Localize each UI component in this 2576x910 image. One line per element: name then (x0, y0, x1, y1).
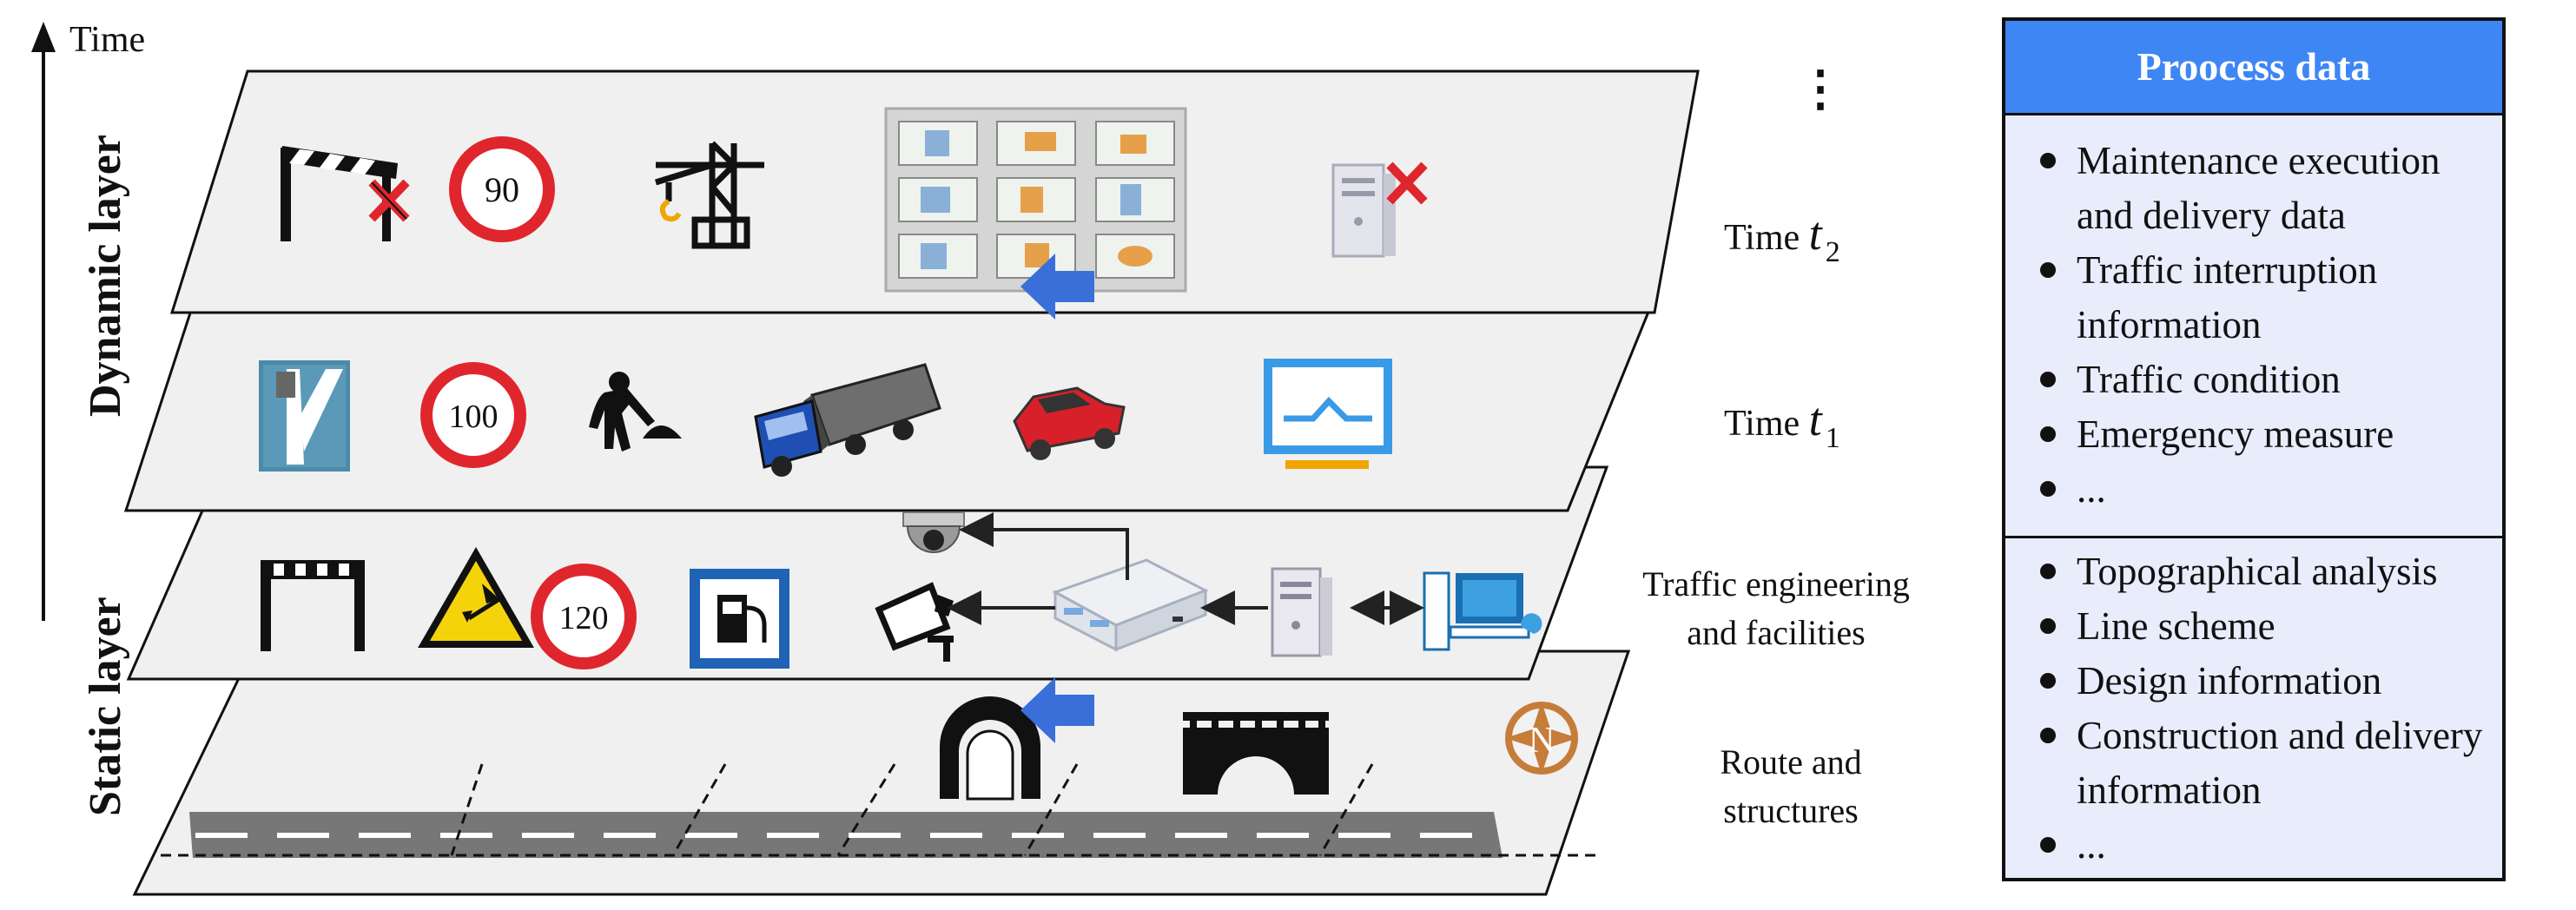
road-icon (161, 763, 1602, 858)
red-car-icon (1013, 386, 1126, 460)
list-item: Construction and delivery information (2040, 709, 2493, 818)
monitor-chart-icon (1264, 359, 1392, 469)
list-item: Design information (2040, 654, 2493, 709)
connection-arrows (947, 512, 1424, 625)
list-item: Maintenance execution and delivery data (2040, 134, 2493, 243)
time-axis-arrow (31, 22, 56, 621)
speed-limit-90-icon: 90 (449, 136, 555, 242)
time-axis-label: Time (69, 20, 146, 60)
speed-limit-100-icon: 100 (420, 362, 526, 468)
speed-limit-100-label: 100 (449, 399, 499, 435)
traffic-engineering-line1: Traffic engineering (1642, 564, 1910, 603)
truck-icon (754, 363, 941, 477)
time-label-t2-symbol: t (1808, 208, 1822, 260)
dynamic-layer-title: Dynamic layer (81, 135, 130, 417)
list-item: Traffic condition (2040, 353, 2493, 407)
workstation-icon (1423, 571, 1542, 651)
traffic-engineering-label: Traffic engineering and facilities (1611, 560, 1941, 657)
route-structures-label: Route and structures (1626, 738, 1956, 835)
building-grid-icon (884, 107, 1187, 293)
list-item: Traffic interruption information (2040, 243, 2493, 353)
list-item: Topographical analysis (2040, 544, 2493, 599)
time-label-t1-word: Time (1724, 404, 1800, 444)
server-icon (1271, 567, 1332, 657)
dome-camera-icon (902, 511, 965, 553)
route-structures-line2: structures (1723, 791, 1859, 830)
server-offline-icon (1331, 162, 1428, 258)
list-item: Emergency measure (2040, 407, 2493, 462)
route-structures-line1: Route and (1720, 742, 1862, 781)
traffic-engineering-line2: and facilities (1687, 613, 1866, 652)
list-item: ... (2040, 462, 2493, 517)
process-arrow-dynamic (1020, 254, 1094, 320)
speed-limit-120-label: 120 (559, 600, 609, 636)
static-data-list: Topographical analysis Line scheme Desig… (2040, 544, 2493, 873)
time-label-t1-subscript: 1 (1825, 422, 1840, 454)
process-arrow-static (1020, 677, 1094, 743)
time-label-t1-symbol: t (1808, 393, 1822, 445)
tower-crane-icon (654, 141, 764, 249)
list-item: ... (2040, 818, 2493, 873)
barrier-gate-icon (261, 560, 365, 651)
tunnel-icon (940, 696, 1040, 801)
continuation-ellipsis: ⋮ (1796, 63, 1845, 116)
speed-limit-90-label: 90 (485, 170, 519, 209)
warning-triangle-icon (418, 546, 534, 648)
network-switch-icon (1052, 558, 1209, 652)
manual-book-icon (259, 360, 350, 471)
fuel-station-icon (690, 569, 789, 669)
process-data-panel: Proocess data Maintenance execution and … (2002, 17, 2506, 881)
panel-separator (2005, 536, 2502, 538)
time-label-t2-word: Time (1724, 218, 1800, 258)
static-layer-title: Static layer (81, 597, 130, 816)
speed-limit-120-icon: 120 (531, 564, 637, 669)
dynamic-data-list: Maintenance execution and delivery data … (2040, 134, 2493, 517)
compass-letter: N (1529, 721, 1555, 761)
time-label-t2-subscript: 2 (1825, 236, 1840, 268)
road-worker-icon (589, 372, 682, 452)
process-data-title: Proocess data (2005, 21, 2502, 115)
barrier-closed-icon (281, 146, 410, 241)
compass-icon: N (1505, 702, 1578, 775)
bridge-icon (1183, 712, 1329, 795)
list-item: Line scheme (2040, 599, 2493, 654)
